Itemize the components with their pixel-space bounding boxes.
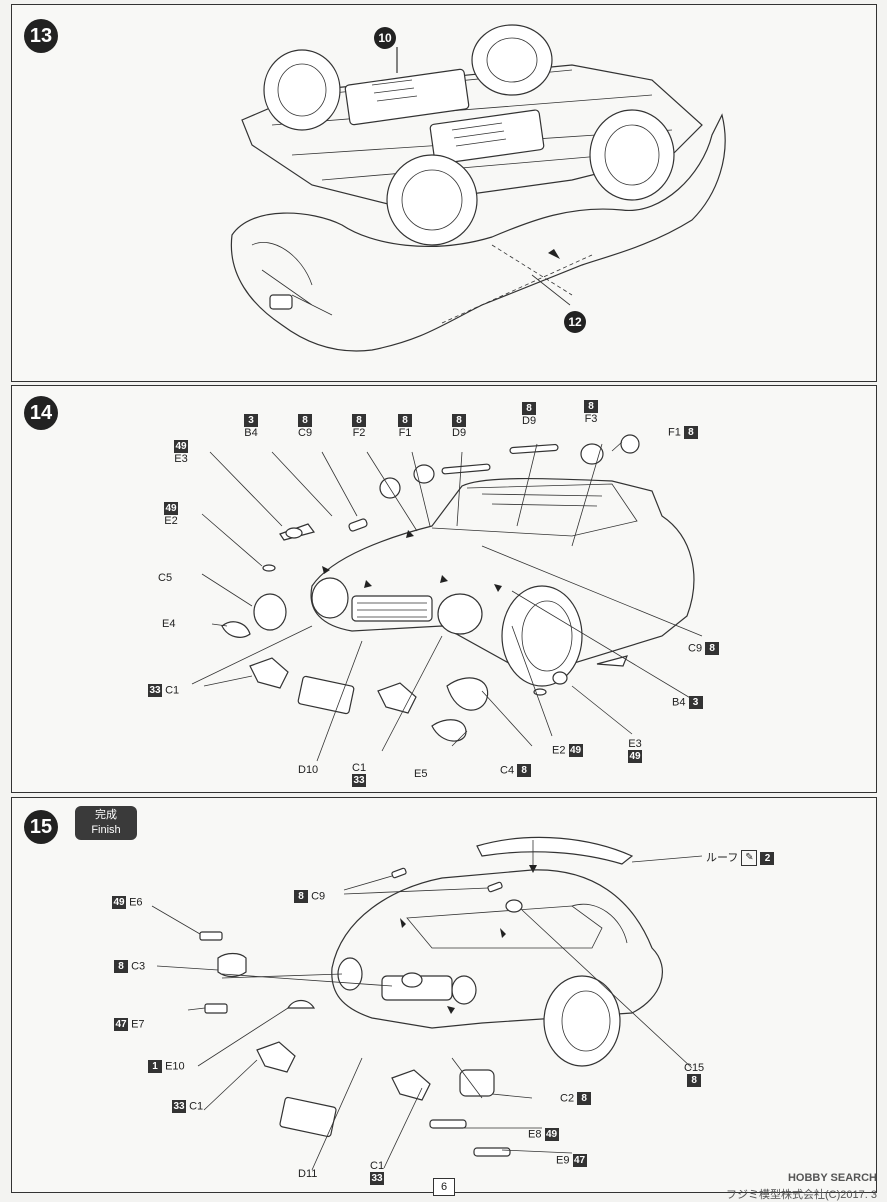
- label-roof: ルーフ ✎ 2: [706, 850, 775, 866]
- label-c5: C5: [158, 572, 173, 584]
- rear-body-illustration: [151, 836, 703, 1171]
- subassembly-marker-10: 10: [374, 27, 396, 49]
- label-b4-right: B4 3: [672, 696, 703, 709]
- label-c4: C4 8: [500, 764, 532, 777]
- label-e9: E9 47: [556, 1154, 587, 1167]
- label-c9-right: C9 8: [688, 642, 720, 655]
- label-d10: D10: [298, 764, 319, 776]
- step-number: 14: [24, 396, 58, 430]
- finish-badge: 完成 Finish: [75, 806, 137, 840]
- label-c9: 8 C9: [294, 890, 325, 903]
- copyright: フジミ模型株式会社(C)2017. 3: [726, 1189, 877, 1201]
- label-e5: E5: [414, 768, 428, 780]
- label-c1-left: 33 C1: [172, 1100, 204, 1113]
- step-14-panel: 14: [11, 385, 877, 793]
- label-e8: E8 49: [528, 1128, 559, 1141]
- label-e10: 1 E10: [148, 1060, 185, 1073]
- page-number: 6: [433, 1178, 455, 1196]
- step-number: 15: [24, 810, 58, 844]
- finish-label-en: Finish: [91, 824, 121, 836]
- label-e7: 47 E7: [114, 1018, 145, 1031]
- chassis-underside-illustration: [230, 24, 726, 352]
- subassembly-marker-12: 12: [564, 311, 586, 333]
- step-13-panel: 13 10 12: [11, 4, 877, 382]
- front-body-illustration: [191, 434, 703, 762]
- label-e4: E4: [162, 618, 176, 630]
- finish-label-jp: 完成: [95, 809, 117, 821]
- label-f1-right: F1 8: [668, 426, 698, 439]
- step-number: 13: [24, 19, 58, 53]
- watermark: HOBBY SEARCH: [787, 1172, 877, 1184]
- step-15-panel: 15 完成 Finish: [11, 797, 877, 1193]
- label-e2-right: E2 49: [552, 744, 583, 757]
- label-d11: D11: [298, 1168, 318, 1180]
- paint-icon: ✎: [741, 850, 758, 866]
- label-c1-left: 33 C1: [148, 684, 180, 697]
- label-c3: 8 C3: [114, 960, 145, 973]
- label-c2: C2 8: [560, 1092, 592, 1105]
- label-e6: 49 E6: [112, 896, 143, 909]
